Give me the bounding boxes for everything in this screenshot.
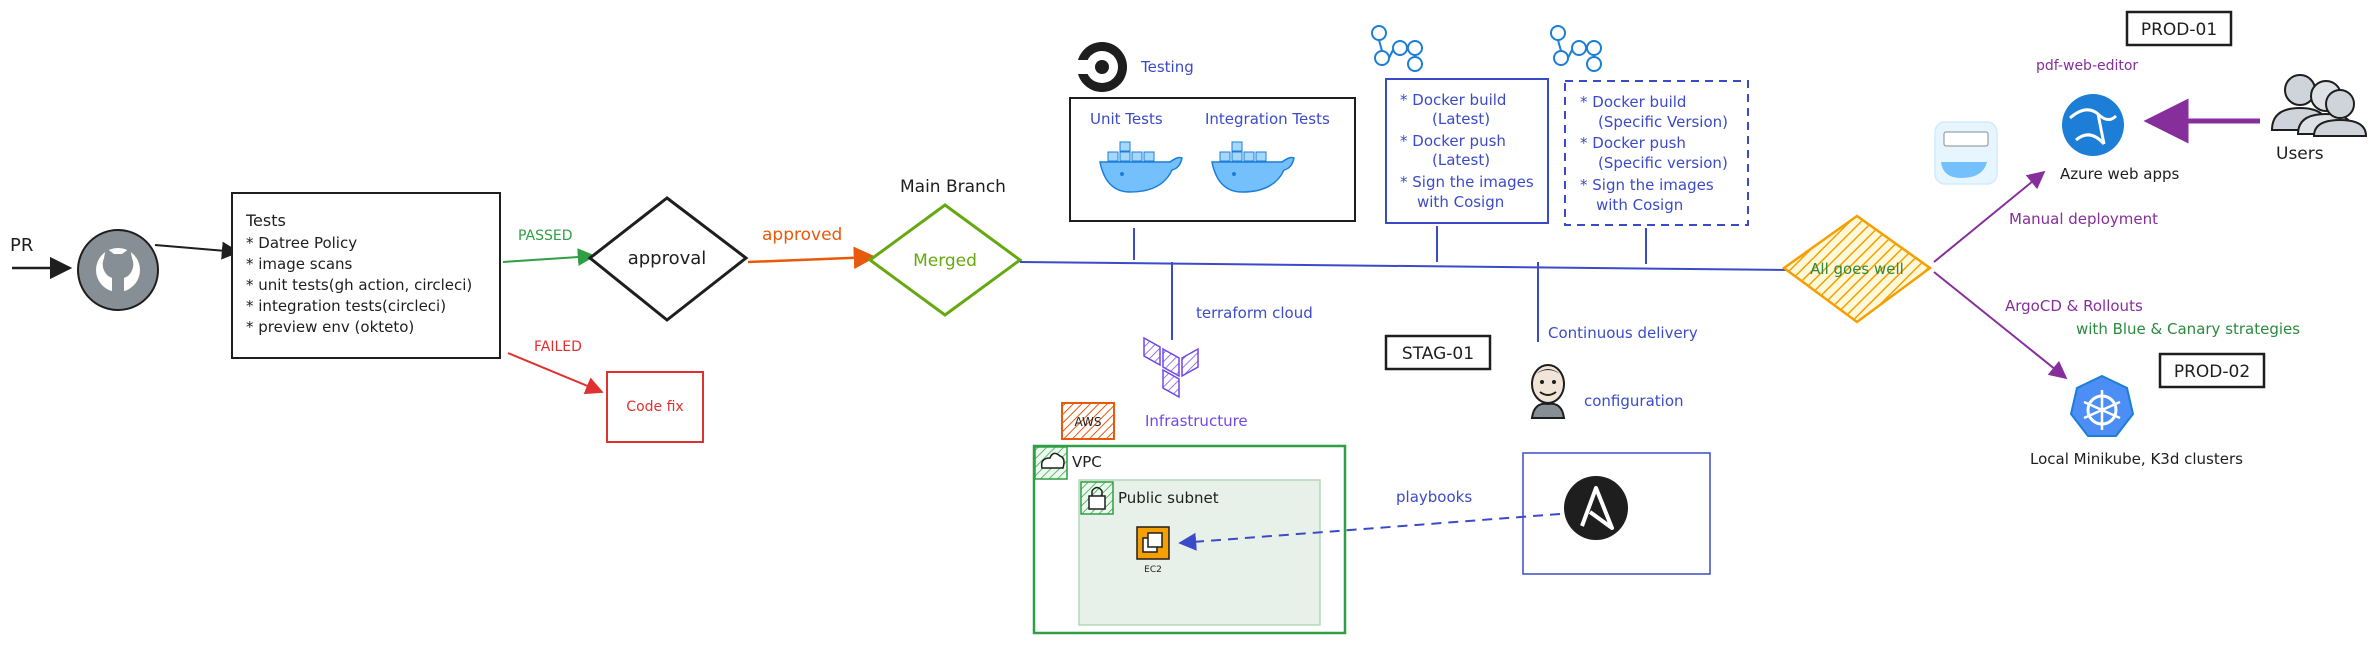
pr-label: PR — [10, 235, 33, 256]
build-version-item: (Specific Version) — [1598, 113, 1728, 131]
pdf-web-editor-label: pdf-web-editor — [2036, 58, 2138, 74]
build-latest-item: (Latest) — [1432, 110, 1490, 128]
prod02-label: PROD-02 — [2174, 362, 2250, 382]
azure-pipelines-icon — [1550, 25, 1602, 72]
argocd-arrow — [1933, 271, 2068, 380]
passed-arrow — [502, 248, 596, 267]
main-pipeline-line — [1019, 261, 1787, 271]
configuration-label: configuration — [1584, 392, 1684, 410]
code-fix-box — [606, 371, 704, 443]
build-latest-box — [1385, 78, 1549, 224]
code-fix-label: Code fix — [626, 399, 683, 415]
build-version-list: * Docker build (Specific Version) * Dock… — [1580, 93, 1728, 214]
approved-label: approved — [762, 225, 842, 245]
playbooks-label: playbooks — [1396, 488, 1472, 506]
github-icon — [77, 229, 159, 311]
build-latest-list: * Docker build (Latest) * Docker push (L… — [1400, 91, 1534, 211]
all-goes-well-diamond — [1781, 214, 1933, 324]
azure-web-apps-label: Azure web apps — [2060, 165, 2179, 183]
testing-label: Testing — [1140, 58, 1194, 76]
strategies-label: with Blue & Canary strategies — [2076, 320, 2300, 338]
github-to-tests-arrow — [154, 241, 240, 260]
public-subnet-label: Public subnet — [1118, 489, 1219, 507]
integration-tests-label: Integration Tests — [1205, 110, 1330, 128]
vpc-label: VPC — [1072, 453, 1102, 471]
approval-diamond — [587, 196, 749, 322]
build-version-item: with Cosign — [1596, 196, 1683, 214]
approved-arrow — [747, 246, 877, 270]
all-goes-well-label: All goes well — [1810, 260, 1904, 278]
failed-arrow — [507, 352, 604, 395]
build-version-item: * Sign the images — [1580, 176, 1714, 194]
build-latest-item: * Docker build — [1400, 91, 1506, 109]
continuous-delivery-label: Continuous delivery — [1548, 324, 1698, 342]
terraform-icon — [1143, 336, 1199, 399]
build-version-item: (Specific version) — [1598, 154, 1728, 172]
public-subnet-box — [1078, 479, 1321, 626]
users-icon — [2270, 74, 2368, 137]
circleci-icon — [1077, 42, 1127, 92]
ec2-icon — [1136, 526, 1170, 560]
users-label: Users — [2276, 144, 2324, 164]
build-latest-item: * Docker push — [1400, 132, 1506, 150]
jenkins-icon — [1530, 364, 1566, 419]
aws-icon: AWS — [1061, 402, 1115, 440]
build-version-item: * Docker build — [1580, 93, 1686, 111]
build-latest-item: * Sign the images — [1400, 173, 1534, 191]
argocd-label: ArgoCD & Rollouts — [2005, 297, 2143, 315]
tests-item: * integration tests(circleci) — [246, 297, 446, 315]
merged-diamond — [867, 203, 1023, 317]
infrastructure-label: Infrastructure — [1145, 412, 1248, 430]
kubernetes-icon — [2069, 374, 2135, 437]
stag01-label: STAG-01 — [1402, 344, 1474, 364]
padlock-icon — [1080, 481, 1114, 515]
pdf-editor-app-icon — [1934, 121, 1998, 185]
manual-deployment-arrow — [1933, 170, 2046, 263]
tests-item: * unit tests(gh action, circleci) — [246, 276, 472, 294]
docker-icon — [1211, 141, 1295, 193]
main-branch-label: Main Branch — [900, 177, 1006, 197]
failed-label: FAILED — [534, 339, 582, 355]
local-clusters-label: Local Minikube, K3d clusters — [2030, 450, 2243, 468]
build-latest-item: with Cosign — [1417, 193, 1504, 211]
ansible-icon — [1564, 476, 1628, 540]
tests-box — [231, 192, 501, 359]
build-version-item: * Docker push — [1580, 134, 1686, 152]
prod01-label: PROD-01 — [2141, 20, 2217, 40]
terraform-cloud-label: terraform cloud — [1196, 304, 1313, 322]
prod02-badge — [2158, 352, 2266, 389]
tests-item: * Datree Policy — [246, 234, 357, 252]
unit-tests-label: Unit Tests — [1090, 110, 1163, 128]
tests-item: * preview env (okteto) — [246, 318, 414, 336]
prod01-badge — [2125, 10, 2233, 47]
playbooks-arrow — [1178, 513, 1561, 551]
tests-list: * Datree Policy * image scans * unit tes… — [246, 234, 472, 336]
tests-item: * image scans — [246, 255, 353, 273]
stag01-badge — [1384, 334, 1492, 371]
docker-icon — [1099, 141, 1183, 193]
azure-web-apps-icon — [2062, 94, 2124, 156]
manual-deployment-label: Manual deployment — [2009, 210, 2158, 228]
approval-label: approval — [628, 248, 707, 269]
build-latest-item: (Latest) — [1432, 151, 1490, 169]
tests-title: Tests — [245, 211, 286, 230]
aws-label: AWS — [1074, 415, 1101, 429]
build-version-box — [1564, 80, 1749, 226]
cloud-lock-icon — [1034, 446, 1068, 480]
merged-label: Merged — [913, 251, 977, 271]
passed-label: PASSED — [518, 228, 573, 244]
ec2-label: EC2 — [1144, 565, 1162, 575]
azure-pipelines-icon — [1371, 25, 1423, 72]
